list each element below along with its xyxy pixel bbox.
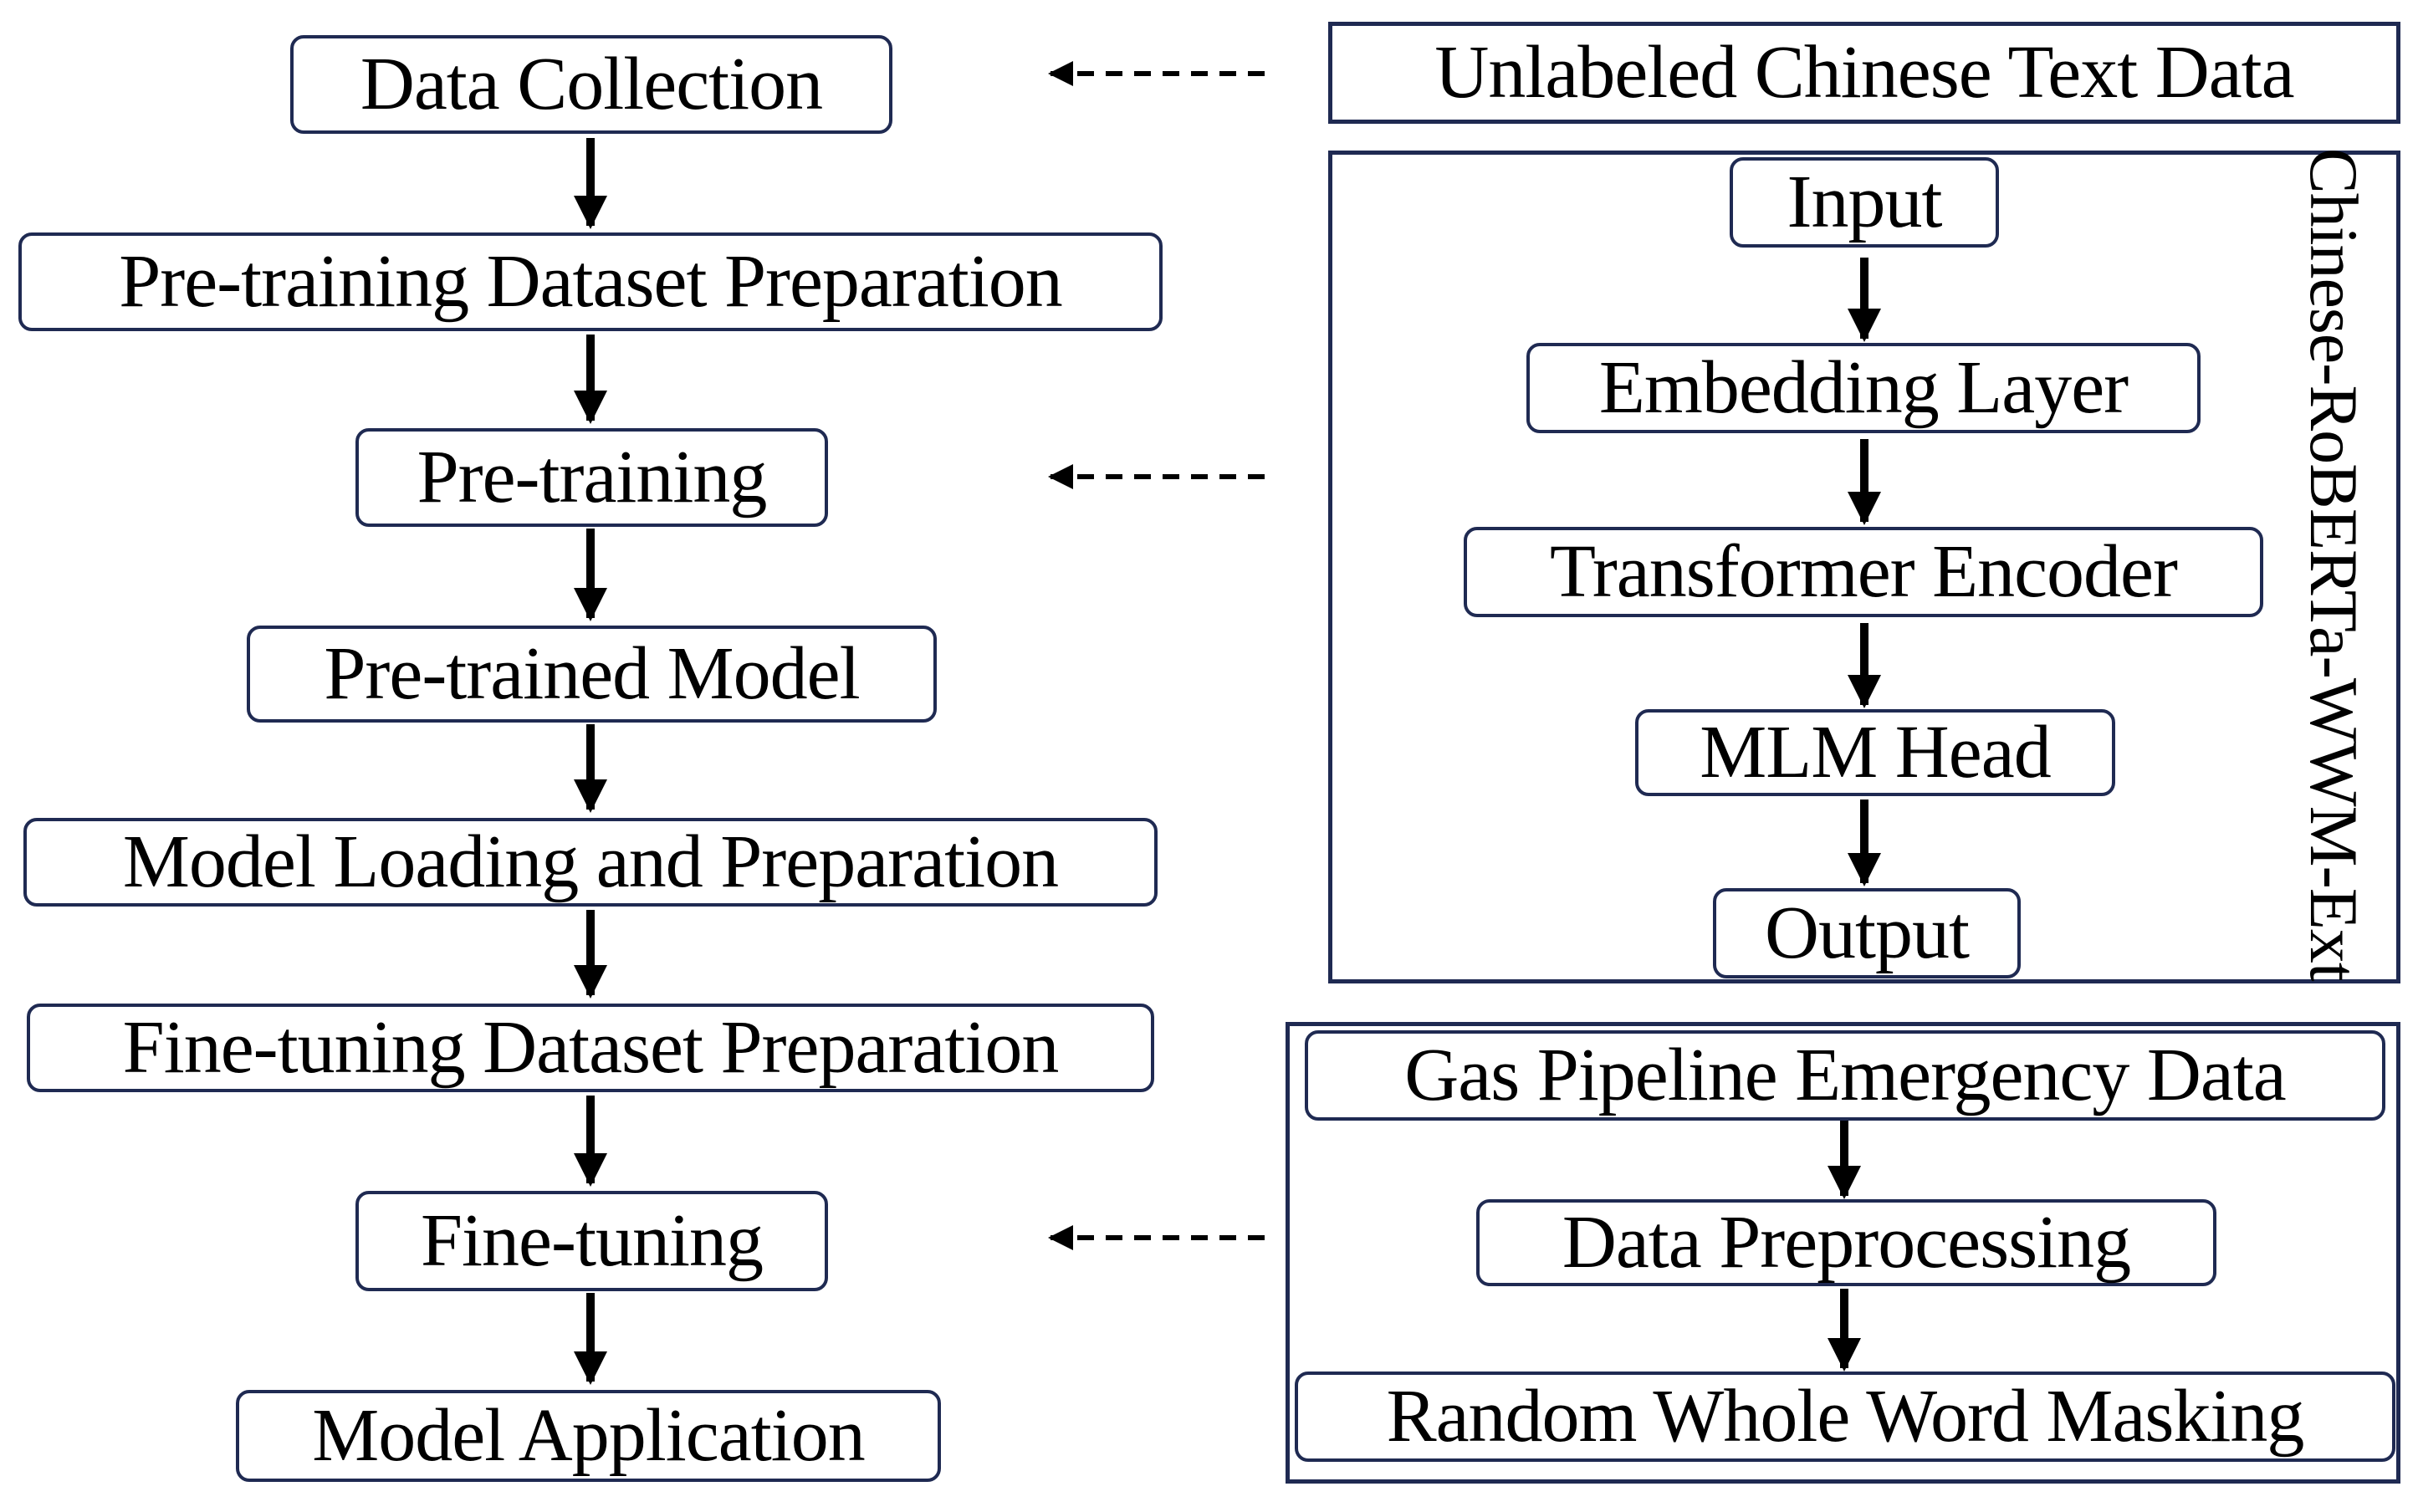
model-name-label: Chinese-RoBERTa-WWM-Ext — [2296, 148, 2372, 981]
finetune-data-frame — [1286, 1022, 2400, 1484]
step-pretraining-dataset-preparation: Pre-training Dataset Preparation — [18, 232, 1163, 331]
finetune-random-whole-word-masking: Random Whole Word Masking — [1295, 1372, 2395, 1462]
layer-mlm-head: MLM Head — [1635, 709, 2115, 796]
step-model-loading-and-preparation: Model Loading and Preparation — [23, 818, 1158, 907]
layer-output: Output — [1713, 888, 2021, 978]
layer-embedding: Embedding Layer — [1526, 343, 2201, 433]
step-finetuning-dataset-preparation: Fine-tuning Dataset Preparation — [27, 1004, 1154, 1092]
finetune-data-preprocessing: Data Preprocessing — [1476, 1199, 2216, 1286]
step-model-application: Model Application — [236, 1390, 941, 1482]
finetune-gas-pipeline-emergency-data: Gas Pipeline Emergency Data — [1305, 1030, 2385, 1121]
source-data-box: Unlabeled Chinese Text Data — [1328, 22, 2400, 124]
step-data-collection: Data Collection — [290, 35, 892, 134]
step-pretraining: Pre-training — [355, 428, 828, 527]
step-finetuning: Fine-tuning — [355, 1191, 828, 1291]
model-frame — [1328, 151, 2400, 983]
layer-input: Input — [1730, 157, 1999, 248]
step-pretrained-model: Pre-trained Model — [247, 626, 937, 723]
layer-transformer-encoder: Transformer Encoder — [1464, 527, 2263, 617]
model-name-label-container: Chinese-RoBERTa-WWM-Ext — [2250, 148, 2417, 981]
source-data-label: Unlabeled Chinese Text Data — [1434, 31, 2294, 114]
